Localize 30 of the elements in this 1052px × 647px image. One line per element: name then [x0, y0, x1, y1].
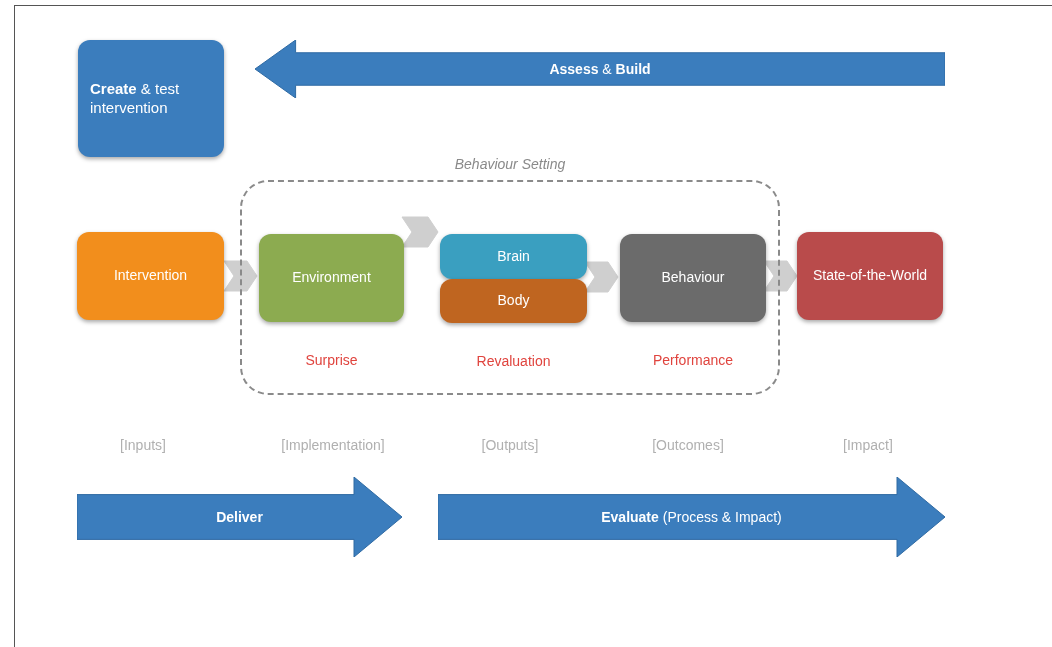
stage-caption: Surprise: [304, 351, 359, 370]
stage-caption: Performance: [651, 351, 735, 370]
stage-caption: Revaluation: [475, 352, 552, 371]
block-arrow: [438, 477, 945, 557]
node-text: State-of-the-World: [812, 267, 928, 285]
node-text: Body: [497, 292, 530, 310]
stage-label: [Outputs]: [480, 436, 540, 455]
arrow-label: Evaluate (Process & Impact): [601, 507, 782, 527]
process-box: [797, 232, 943, 320]
chevron-connector: [584, 261, 619, 293]
arrow-label: Assess & Build: [549, 59, 651, 79]
block-arrow: [255, 40, 945, 98]
chevron-connector: [223, 260, 258, 292]
stage-label: [Outcomes]: [651, 436, 725, 455]
arrow-label: Deliver: [216, 507, 263, 527]
process-box: [440, 234, 587, 279]
block-arrow: [77, 477, 402, 557]
stage-label: [Impact]: [842, 436, 894, 455]
node-text: Environment: [292, 269, 371, 287]
group-heading: Behaviour Setting: [453, 155, 567, 174]
node-text: Behaviour: [661, 269, 725, 287]
chevron-connector: [401, 216, 439, 248]
node-text: Intervention: [113, 267, 188, 285]
node-text: Create & test intervention: [90, 79, 181, 118]
chevron-connector: [763, 260, 798, 292]
process-box: [78, 40, 224, 157]
process-box: [77, 232, 224, 320]
stage-label: [Implementation]: [280, 436, 386, 455]
node-text: Brain: [497, 247, 530, 266]
stage-label: [Inputs]: [119, 436, 167, 455]
